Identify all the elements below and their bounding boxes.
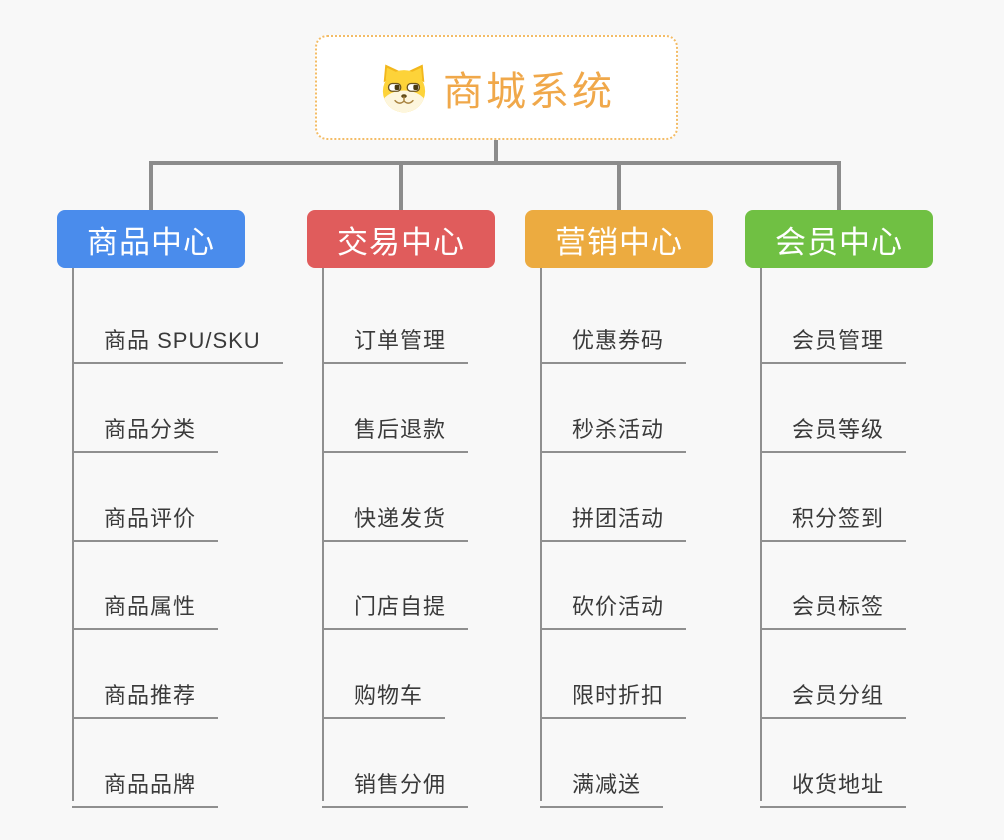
leaf-node-marketing-center-1[interactable]: 秒杀活动 xyxy=(540,404,687,453)
leaf-node-marketing-center-0[interactable]: 优惠券码 xyxy=(540,315,687,364)
leaf-node-member-center-5[interactable]: 收货地址 xyxy=(760,759,907,808)
leaf-node-trade-center-3[interactable]: 门店自提 xyxy=(322,581,469,630)
connector-line xyxy=(149,161,841,165)
branch-column-line xyxy=(322,268,324,801)
connector-line xyxy=(494,140,498,165)
leaf-node-product-center-1[interactable]: 商品分类 xyxy=(72,404,219,453)
root-label: 商城系统 xyxy=(443,69,615,114)
leaf-node-product-center-0[interactable]: 商品 SPU/SKU xyxy=(72,315,283,364)
connector-line xyxy=(837,161,841,210)
leaf-node-product-center-3[interactable]: 商品属性 xyxy=(72,581,219,630)
leaf-node-trade-center-2[interactable]: 快递发货 xyxy=(322,493,469,542)
leaf-node-member-center-0[interactable]: 会员管理 xyxy=(760,315,907,364)
leaf-node-trade-center-1[interactable]: 售后退款 xyxy=(322,404,469,453)
leaf-node-marketing-center-5[interactable]: 满减送 xyxy=(540,759,664,808)
branch-header-marketing-center[interactable]: 营销中心 xyxy=(525,210,713,268)
root-node[interactable]: 商城系统 xyxy=(315,35,678,140)
branch-column-line xyxy=(72,268,74,801)
leaf-node-marketing-center-3[interactable]: 砍价活动 xyxy=(540,581,687,630)
leaf-node-trade-center-5[interactable]: 销售分佣 xyxy=(322,759,469,808)
leaf-node-product-center-4[interactable]: 商品推荐 xyxy=(72,670,219,719)
branch-header-member-center[interactable]: 会员中心 xyxy=(745,210,933,268)
leaf-node-member-center-3[interactable]: 会员标签 xyxy=(760,581,907,630)
leaf-node-member-center-1[interactable]: 会员等级 xyxy=(760,404,907,453)
connector-line xyxy=(617,161,621,210)
connector-line xyxy=(149,161,153,210)
leaf-node-trade-center-0[interactable]: 订单管理 xyxy=(322,315,469,364)
connector-line xyxy=(399,161,403,210)
leaf-node-product-center-5[interactable]: 商品品牌 xyxy=(72,759,219,808)
branch-header-product-center[interactable]: 商品中心 xyxy=(57,210,245,268)
branch-column-line xyxy=(760,268,762,801)
branch-column-line xyxy=(540,268,542,801)
leaf-node-trade-center-4[interactable]: 购物车 xyxy=(322,670,446,719)
leaf-node-marketing-center-2[interactable]: 拼团活动 xyxy=(540,493,687,542)
leaf-node-product-center-2[interactable]: 商品评价 xyxy=(72,493,219,542)
leaf-node-member-center-4[interactable]: 会员分组 xyxy=(760,670,907,719)
leaf-node-marketing-center-4[interactable]: 限时折扣 xyxy=(540,670,687,719)
branch-header-trade-center[interactable]: 交易中心 xyxy=(307,210,495,268)
dog-face-icon xyxy=(378,62,430,114)
leaf-node-member-center-2[interactable]: 积分签到 xyxy=(760,493,907,542)
